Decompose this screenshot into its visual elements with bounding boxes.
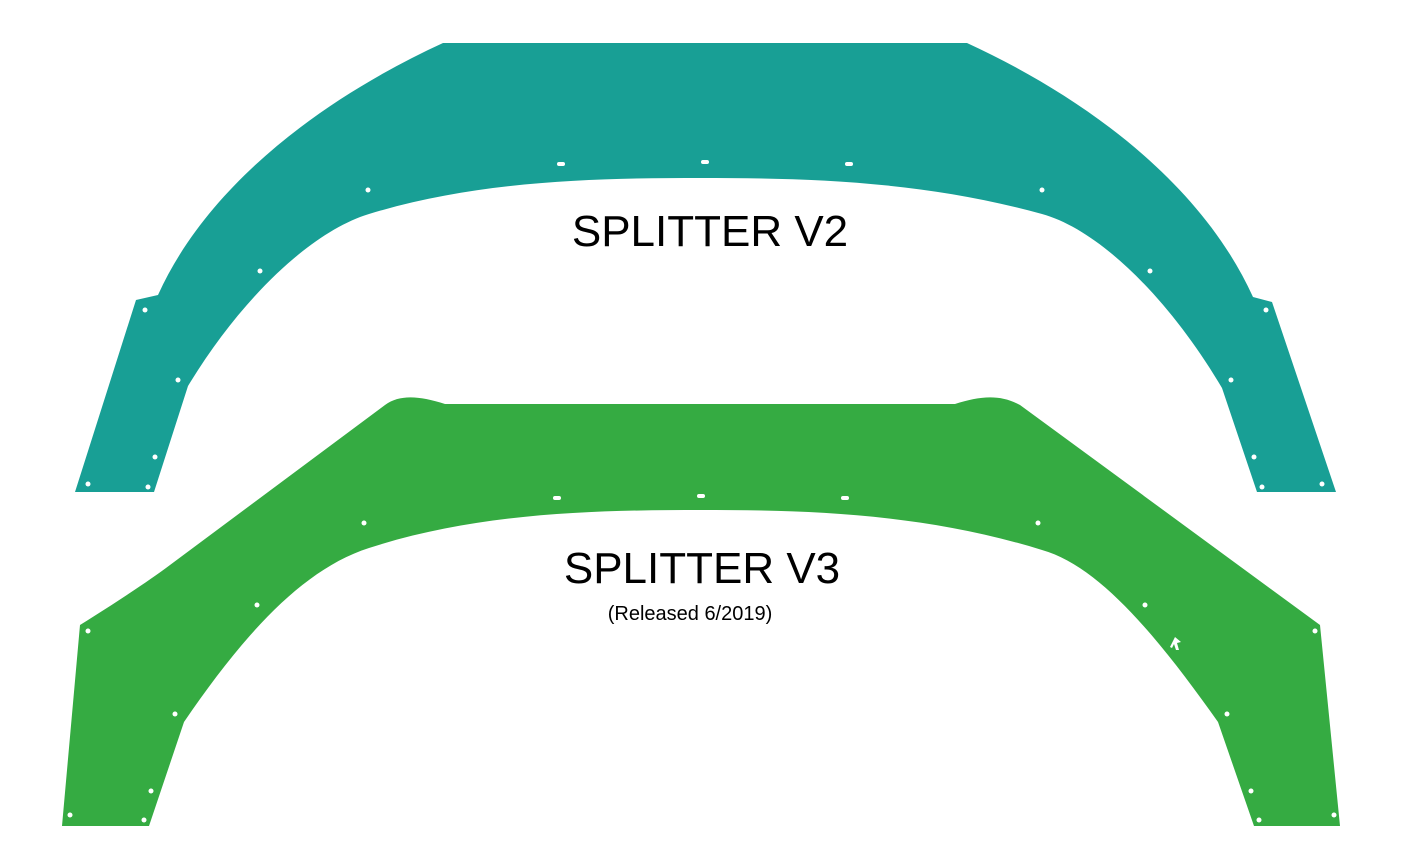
mounting-hole bbox=[1224, 711, 1230, 717]
splitter-v2-group: SPLITTER V2 bbox=[75, 43, 1336, 492]
mounting-hole bbox=[152, 454, 158, 460]
splitter-v2-label: SPLITTER V2 bbox=[572, 207, 848, 256]
mounting-hole bbox=[1039, 187, 1045, 193]
mounting-hole bbox=[254, 602, 260, 608]
splitter-v2-holes bbox=[85, 160, 1325, 490]
mounting-hole bbox=[141, 817, 147, 823]
splitter-v3-label: SPLITTER V3 bbox=[564, 544, 840, 593]
mounting-hole bbox=[1147, 268, 1153, 274]
mounting-hole bbox=[67, 812, 73, 818]
mounting-hole bbox=[365, 187, 371, 193]
mounting-slot bbox=[553, 496, 561, 500]
mounting-hole bbox=[1251, 454, 1257, 460]
mounting-hole bbox=[85, 628, 91, 634]
mounting-slot bbox=[841, 496, 849, 500]
mounting-hole bbox=[1035, 520, 1041, 526]
mounting-hole bbox=[1142, 602, 1148, 608]
arrow-logo-icon bbox=[1170, 637, 1181, 650]
mounting-slot bbox=[845, 162, 853, 166]
mounting-hole bbox=[1259, 484, 1265, 490]
mounting-hole bbox=[85, 481, 91, 487]
mounting-hole bbox=[1319, 481, 1325, 487]
mounting-hole bbox=[1248, 788, 1254, 794]
mounting-hole bbox=[148, 788, 154, 794]
mounting-hole bbox=[257, 268, 263, 274]
mounting-slot bbox=[697, 494, 705, 498]
mounting-hole bbox=[1228, 377, 1234, 383]
mounting-hole bbox=[1331, 812, 1337, 818]
mounting-hole bbox=[1256, 817, 1262, 823]
splitter-v3-group: SPLITTER V3 (Released 6/2019) bbox=[62, 397, 1340, 826]
mounting-hole bbox=[1263, 307, 1269, 313]
splitter-v3-subtitle: (Released 6/2019) bbox=[608, 603, 773, 625]
splitter-v3-shape bbox=[62, 397, 1340, 826]
splitter-v3-holes bbox=[67, 494, 1337, 823]
mounting-hole bbox=[361, 520, 367, 526]
mounting-slot bbox=[701, 160, 709, 164]
mounting-hole bbox=[1312, 628, 1318, 634]
mounting-hole bbox=[172, 711, 178, 717]
mounting-hole bbox=[142, 307, 148, 313]
splitter-v2-shape bbox=[75, 43, 1336, 492]
mounting-slot bbox=[557, 162, 565, 166]
mounting-hole bbox=[175, 377, 181, 383]
mounting-hole bbox=[145, 484, 151, 490]
